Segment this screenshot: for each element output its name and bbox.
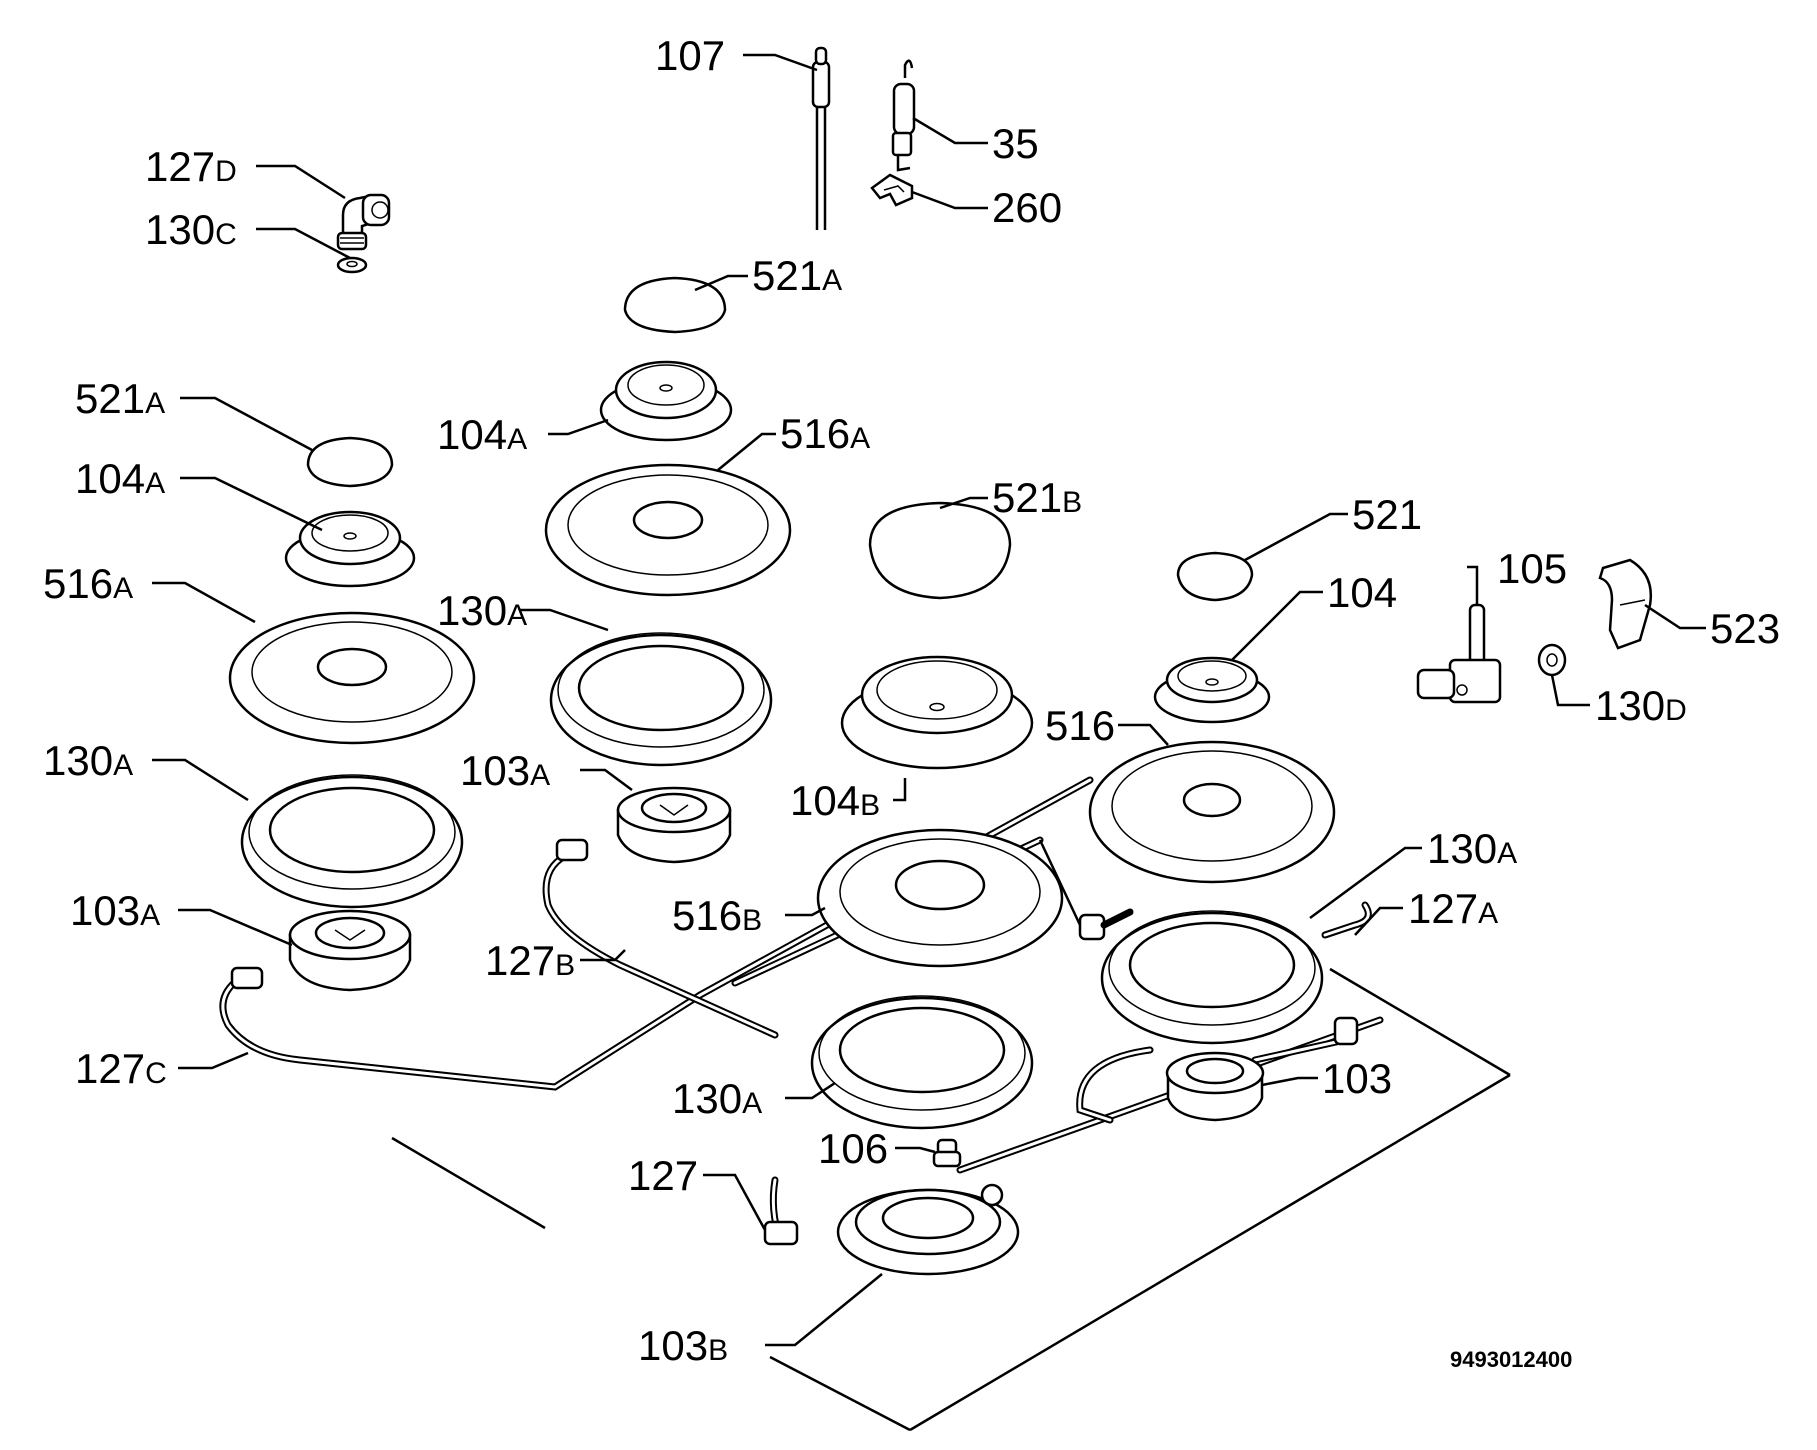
burner-crown-104b <box>840 655 1034 770</box>
label-521a-left: 521A <box>75 375 165 422</box>
drawing-code: 9493012400 <box>1450 1347 1572 1372</box>
gas-valve-105 <box>1416 603 1502 704</box>
label-521b: 521B <box>992 474 1082 521</box>
label-130c: 130C <box>145 206 237 253</box>
label-35: 35 <box>992 120 1039 167</box>
burner-spreader-516 <box>1088 740 1336 884</box>
bracket-523 <box>1598 558 1653 650</box>
burner-crown-104a-mid <box>599 360 733 442</box>
label-521: 521 <box>1352 491 1422 538</box>
pipe-fittings <box>230 838 1359 1246</box>
label-127: 127 <box>628 1152 698 1199</box>
burner-body-103b <box>836 1183 1020 1276</box>
burner-cap-521a-left <box>306 436 394 488</box>
injector-106 <box>932 1138 962 1168</box>
label-130a-mid: 130A <box>437 587 527 634</box>
label-104a-mid: 104A <box>437 411 527 458</box>
part-labels: 107 35 260 127D 130C 521A 521A 104A 516A… <box>43 32 1780 1372</box>
label-105: 105 <box>1497 545 1567 592</box>
label-104: 104 <box>1327 569 1397 616</box>
seal-ring-130a-right <box>1100 910 1324 1045</box>
burner-crown-104 <box>1153 656 1271 724</box>
label-127b: 127B <box>485 937 575 984</box>
burner-spreader-516b <box>816 828 1064 968</box>
label-103a-mid: 103A <box>460 747 550 794</box>
seal-ring-130a-mid <box>549 632 773 767</box>
label-127a: 127A <box>1408 885 1498 932</box>
label-103b: 103B <box>638 1322 728 1369</box>
elbow-fitting-127d <box>336 193 391 251</box>
burner-spreader-516a-mid <box>544 463 792 597</box>
label-516a-mid: 516A <box>780 410 870 457</box>
hob-outline <box>391 967 1511 1432</box>
burner-body-103 <box>1165 1051 1265 1122</box>
label-516b: 516B <box>672 892 762 939</box>
thermocouple-107 <box>811 46 831 230</box>
label-104b: 104B <box>790 777 880 824</box>
label-106: 106 <box>818 1125 888 1172</box>
burner-cap-521a-top <box>623 276 727 334</box>
clip-260 <box>870 173 914 207</box>
burner-crown-104a-left <box>284 510 416 588</box>
label-103: 103 <box>1322 1055 1392 1102</box>
burner-spreader-516a-left <box>228 611 476 745</box>
label-521a-top: 521A <box>752 252 842 299</box>
gas-pipes <box>219 776 1384 1244</box>
label-523: 523 <box>1710 605 1780 652</box>
label-127c: 127C <box>75 1045 167 1092</box>
seal-ring-130a-left <box>240 774 464 909</box>
label-516: 516 <box>1045 702 1115 749</box>
washer-130c <box>336 256 368 274</box>
label-130a-bottom: 130A <box>672 1075 762 1122</box>
label-260: 260 <box>992 184 1062 231</box>
label-107: 107 <box>655 32 725 79</box>
label-104a-left: 104A <box>75 455 165 502</box>
label-130a-right: 130A <box>1427 825 1517 872</box>
label-130d: 130D <box>1595 682 1687 729</box>
burner-cap-521b <box>868 501 1012 600</box>
label-516a-left: 516A <box>43 560 133 607</box>
electrode-35 <box>891 59 916 172</box>
burner-cap-521 <box>1176 551 1254 602</box>
label-103a-left: 103A <box>70 887 160 934</box>
leader-lines <box>152 53 1706 1347</box>
label-130a-left: 130A <box>43 737 133 784</box>
label-127d: 127D <box>145 143 237 190</box>
seal-ring-130a-bottom <box>810 995 1034 1130</box>
burner-body-103a-mid <box>616 786 732 864</box>
washer-130d <box>1537 643 1567 677</box>
burner-body-103a-left <box>288 909 412 992</box>
